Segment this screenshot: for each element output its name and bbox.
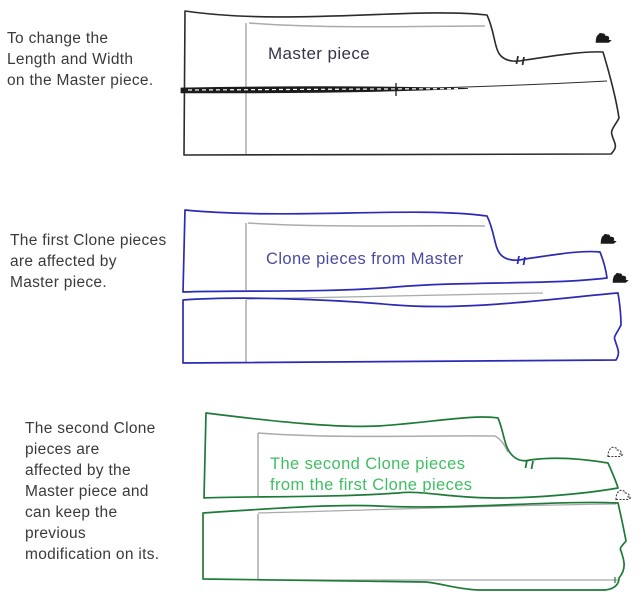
iron-marker-icon [600,234,617,244]
guide-top-line [257,432,509,453]
guide-top-line [257,503,617,514]
caption-second-clone: The second Clone pieces are affected by … [25,418,190,565]
master-piece-label: Master piece [268,44,370,63]
caption-line: To change the [7,30,109,47]
notch-marks [515,55,525,66]
notch-marks [524,459,534,470]
notch-marks [516,255,526,266]
guide-top-line [248,22,486,28]
master-piece-outline [183,10,620,156]
iron-marker-icon-dashed [615,489,633,501]
caption-line: on the Master piece. [7,72,154,89]
guide-top-line [247,222,486,227]
iron-marker-icon [612,273,629,283]
second-clone-upper-outline [203,412,619,499]
caption-line: can keep the [25,504,118,521]
caption-line: previous [25,525,86,542]
caption-master: To change the Length and Width on the Ma… [7,28,182,91]
caption-line: The first Clone pieces [10,232,167,249]
caption-line: affected by the [25,462,131,479]
caption-first-clone: The first Clone pieces are affected by M… [10,230,190,293]
second-clone-lower-outline [202,501,627,591]
caption-line: Master piece. [10,274,107,291]
first-clone-upper-outline [182,209,608,293]
master-piece-drawing: Master piece [180,10,620,156]
caption-line: pieces are [25,441,100,458]
caption-line: The second Clone [25,420,156,437]
caption-line: are affected by [10,253,117,270]
caption-line: Master piece and [25,483,149,500]
second-clone-label-line1: The second Clone pieces [270,455,465,473]
caption-line: Length and Width [7,51,134,68]
alteration-dashed-line [187,88,462,91]
second-clone-drawing: The second Clone pieces from the first C… [202,412,633,591]
guide-top-line [245,292,544,300]
caption-line: modification on its. [25,546,160,563]
iron-marker-icon-dashed [607,446,625,458]
first-clone-drawing: Clone pieces from Master [182,209,629,364]
first-clone-lower-outline [182,292,622,364]
first-clone-label: Clone pieces from Master [266,250,464,268]
iron-marker-icon [595,33,612,43]
second-clone-label-line2: from the first Clone pieces [270,476,472,494]
